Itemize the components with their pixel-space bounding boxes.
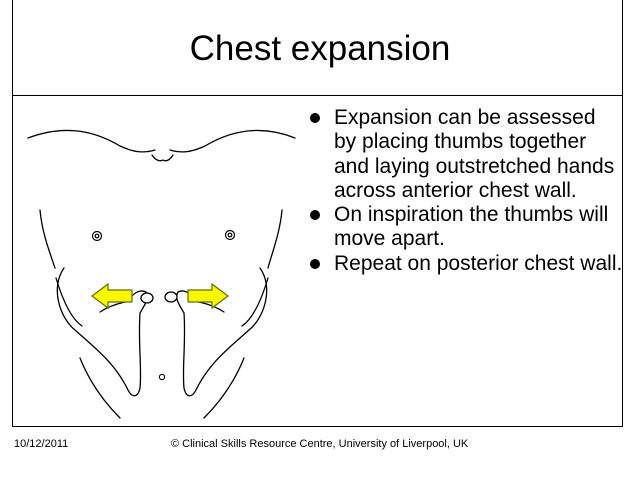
bullet-dot-icon [310, 113, 320, 123]
chest-expansion-illustration [27, 129, 296, 419]
bullet-dot-icon [310, 210, 320, 221]
footer-date: 10/12/2011 [14, 438, 69, 450]
navel-icon [158, 373, 166, 381]
right-hand-icon [176, 267, 268, 397]
bullet-text: Repeat on posterior chest wall. [334, 251, 623, 275]
right-nipple-icon [224, 229, 236, 241]
bullet-list: Expansion can be assessed by placing thu… [308, 106, 623, 276]
torso-outline-icon [27, 129, 156, 153]
slide-title: Chest expansion [189, 29, 451, 68]
bullet-text: On inspiration the thumbs will move apar… [334, 203, 609, 251]
footer-divider [12, 426, 623, 427]
bullet-text: Expansion can be assessed by placing thu… [334, 106, 615, 202]
bullet-dot-icon [310, 258, 320, 269]
footer-credit: © Clinical Skills Resource Centre, Unive… [171, 438, 469, 450]
bullet-item: On inspiration the thumbs will move apar… [308, 203, 623, 252]
frame-right-border [622, 0, 623, 426]
right-thumb-icon [164, 291, 178, 303]
bullet-item: Repeat on posterior chest wall. [308, 252, 623, 276]
left-hand-icon [56, 267, 148, 397]
arrow-left-icon [91, 282, 133, 310]
bullet-item: Expansion can be assessed by placing thu… [308, 106, 623, 203]
arrow-right-icon [187, 282, 229, 310]
left-thumb-icon [140, 292, 154, 304]
left-nipple-icon [91, 230, 103, 242]
title-divider [12, 95, 623, 96]
frame-left-border [12, 0, 13, 426]
